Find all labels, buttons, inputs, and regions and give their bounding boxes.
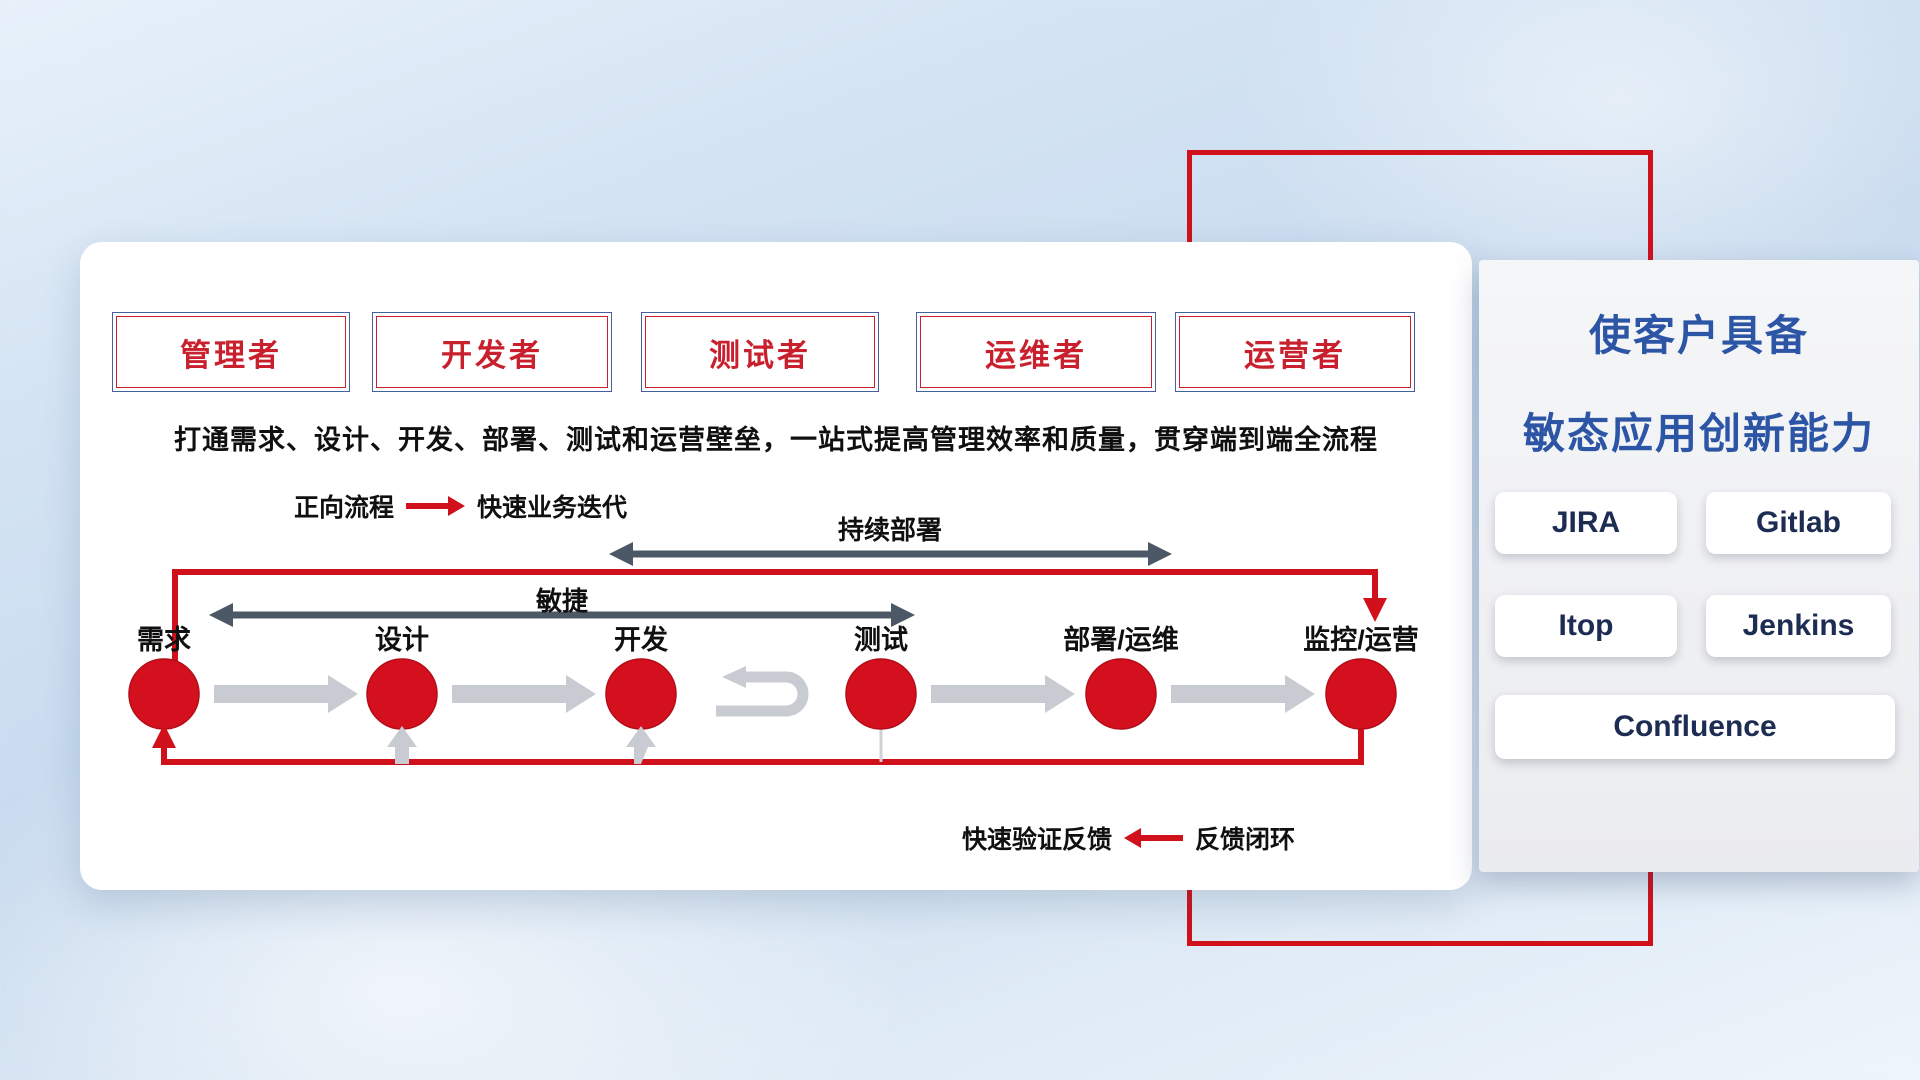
flow-node-label: 测试 xyxy=(854,625,908,655)
role-label: 测试者 xyxy=(709,337,811,373)
capability-panel: 使客户具备 敏态应用创新能力 JIRA Gitlab Itop Jenkins … xyxy=(1479,260,1919,872)
flow-node-circle xyxy=(605,658,677,730)
flow-node-circle xyxy=(845,658,917,730)
panel-title-line2: 敏态应用创新能力 xyxy=(1522,410,1875,457)
step-arrow xyxy=(931,675,1075,713)
forward-flow-label: 正向流程 xyxy=(294,494,395,522)
role-box-developer: 开发者 xyxy=(372,312,612,392)
role-box-tester: 测试者 xyxy=(641,312,879,392)
panel-title-line1: 使客户具备 xyxy=(1588,312,1809,359)
flow-diagram xyxy=(128,542,1397,765)
feedback-legend: 快速验证反馈 反馈闭环 xyxy=(962,820,1295,856)
feedback-up-arrow xyxy=(626,726,656,764)
feedback-legend-label: 快速验证反馈 xyxy=(962,826,1113,854)
forward-loop-line xyxy=(172,569,1378,662)
flow-node-label: 开发 xyxy=(614,625,668,655)
deploy-arrowhead-right xyxy=(1148,542,1172,566)
flow-node-circle xyxy=(1325,658,1397,730)
feedback-up-arrow xyxy=(387,726,417,764)
agile-arrowhead-right xyxy=(891,603,915,627)
step-arrow xyxy=(214,675,358,713)
feedback-loop-arrowhead xyxy=(152,724,176,748)
tool-button-itop[interactable]: Itop xyxy=(1495,595,1677,657)
flow-node-label: 需求 xyxy=(137,625,191,655)
flow-node-label: 部署/运维 xyxy=(1063,625,1179,655)
continuous-deploy-label: 持续部署 xyxy=(837,515,943,545)
iteration-arrowhead xyxy=(722,666,746,688)
forward-flow-value: 快速业务迭代 xyxy=(477,494,628,522)
step-arrow xyxy=(452,675,596,713)
forward-loop-arrowhead xyxy=(1363,598,1387,622)
tool-button-jenkins[interactable]: Jenkins xyxy=(1706,595,1891,657)
tool-button-confluence[interactable]: Confluence xyxy=(1495,695,1895,759)
feedback-legend-value: 反馈闭环 xyxy=(1195,826,1296,854)
role-box-operator: 运营者 xyxy=(1175,312,1415,392)
flow-node-circle xyxy=(366,658,438,730)
step-arrow xyxy=(1171,675,1315,713)
iteration-loop-icon xyxy=(716,671,809,717)
role-box-manager: 管理者 xyxy=(112,312,350,392)
feedback-arrow-icon xyxy=(1124,828,1184,848)
feedback-loop-line xyxy=(161,729,1364,765)
flow-node-circle xyxy=(128,658,200,730)
forward-flow-legend: 正向流程 快速业务迭代 xyxy=(294,488,627,524)
role-label: 管理者 xyxy=(180,337,282,373)
tool-button-jira[interactable]: JIRA xyxy=(1495,492,1677,554)
agile-label: 敏捷 xyxy=(535,586,589,616)
role-label: 运营者 xyxy=(1244,337,1346,373)
flow-node-label: 设计 xyxy=(375,625,429,655)
agile-arrowhead-left xyxy=(209,603,233,627)
deploy-arrowhead-left xyxy=(609,542,633,566)
forward-arrow-icon xyxy=(406,496,466,516)
card-subtitle: 打通需求、设计、开发、部署、测试和运营壁垒，一站式提高管理效率和质量，贯穿端到端… xyxy=(174,425,1378,455)
tool-button-gitlab[interactable]: Gitlab xyxy=(1706,492,1891,554)
role-label: 开发者 xyxy=(441,337,543,373)
devops-flow-card: 管理者 开发者 测试者 运维者 运营者 打通需求、设计、开发、部署、测试和运营壁… xyxy=(80,242,1472,890)
role-box-ops: 运维者 xyxy=(916,312,1156,392)
flow-node-circle xyxy=(1085,658,1157,730)
role-label: 运维者 xyxy=(985,337,1087,373)
flow-node-label: 监控/运营 xyxy=(1303,625,1419,655)
